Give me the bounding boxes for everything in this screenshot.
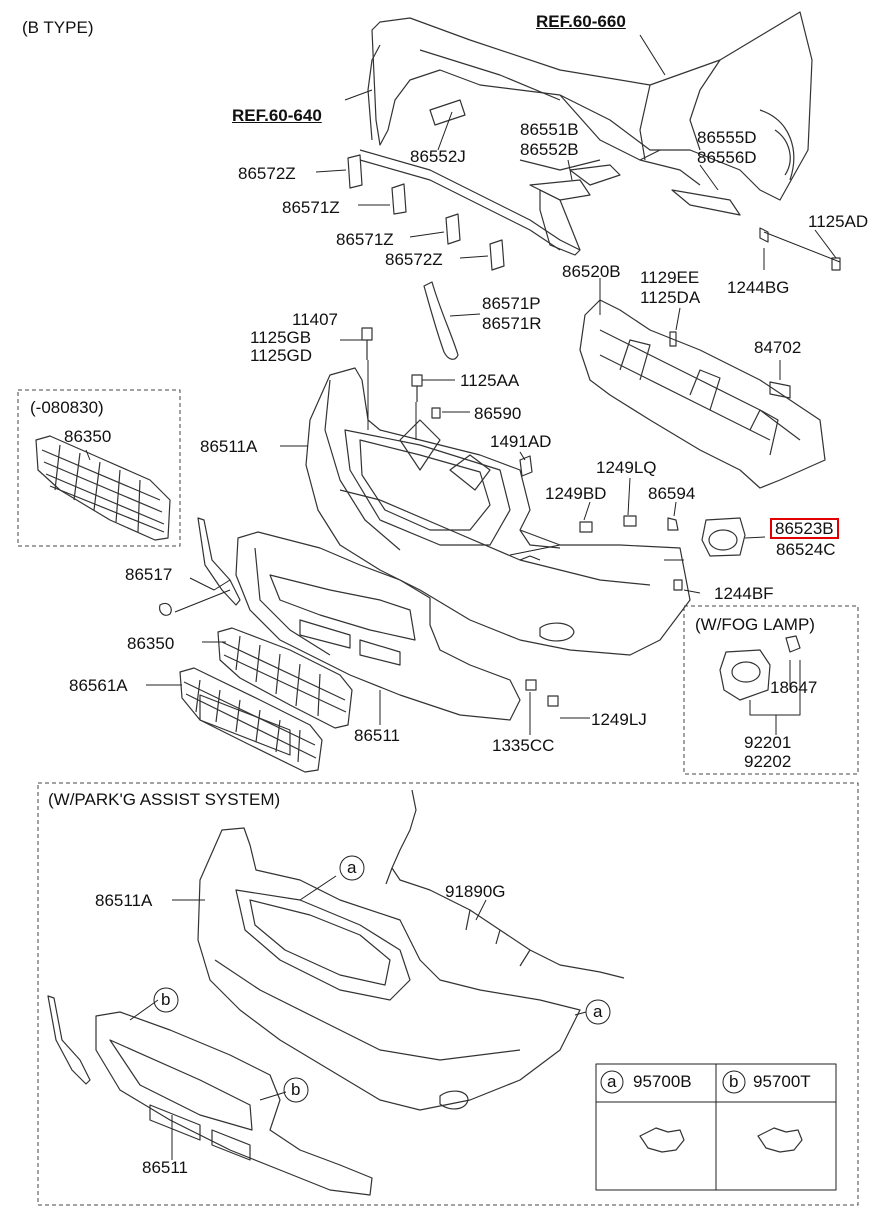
diagram-title: (B TYPE) xyxy=(22,18,94,37)
hardware-drawing xyxy=(159,327,746,707)
legend-part-95700T[interactable]: 95700T xyxy=(753,1072,811,1091)
group-frames xyxy=(17,389,859,1206)
part-92202[interactable]: 92202 xyxy=(744,752,792,771)
legend-table-lines xyxy=(595,1063,837,1191)
ref-label-60-640[interactable]: REF.60-640 xyxy=(232,106,322,125)
park-assist-group-label: (W/PARK'G ASSIST SYSTEM) xyxy=(48,790,281,809)
part-86350[interactable]: 86350 xyxy=(127,634,175,653)
callout-b-upper: b xyxy=(161,990,171,1009)
ref-label-60-660[interactable]: REF.60-660 xyxy=(536,12,626,31)
part-86511A-park[interactable]: 86511A xyxy=(95,891,153,910)
part-86571R[interactable]: 86571R xyxy=(482,314,542,333)
part-1125GB[interactable]: 1125GB xyxy=(250,328,312,347)
part-92201[interactable]: 92201 xyxy=(744,733,792,752)
variant-code-label: (-080830) xyxy=(30,398,104,417)
part-86511-park[interactable]: 86511 xyxy=(142,1158,189,1177)
part-91890G[interactable]: 91890G xyxy=(445,882,506,901)
part-86571Z-upper[interactable]: 86571Z xyxy=(282,198,340,217)
part-86511[interactable]: 86511 xyxy=(354,726,401,745)
bumper-absorber-drawing xyxy=(579,299,826,489)
part-1129EE[interactable]: 1129EE xyxy=(640,268,700,287)
part-1491AD[interactable]: 1491AD xyxy=(490,432,552,451)
callout-a-upper: a xyxy=(347,858,357,877)
part-86572Z-lower[interactable]: 86572Z xyxy=(385,250,443,269)
lower-bumper-cover-drawing xyxy=(197,517,521,721)
part-86517[interactable]: 86517 xyxy=(125,565,173,584)
part-1335CC[interactable]: 1335CC xyxy=(492,736,555,755)
part-1244BF[interactable]: 1244BF xyxy=(714,584,774,603)
part-86571P[interactable]: 86571P xyxy=(482,294,541,313)
grille-drawing xyxy=(35,435,353,773)
part-1125AA[interactable]: 1125AA xyxy=(460,371,520,390)
part-86520B[interactable]: 86520B xyxy=(562,262,621,281)
leader-lines xyxy=(85,34,841,1160)
part-1125AD[interactable]: 1125AD xyxy=(808,212,869,231)
part-86524C[interactable]: 86524C xyxy=(776,540,836,559)
part-86523B-highlighted[interactable]: 86523B xyxy=(770,518,839,539)
part-11407[interactable]: 11407 xyxy=(292,310,339,329)
legend-part-95700B[interactable]: 95700B xyxy=(633,1072,692,1091)
part-1244BG[interactable]: 1244BG xyxy=(727,278,790,297)
part-86561A[interactable]: 86561A xyxy=(69,676,128,695)
sensor-icons xyxy=(639,1127,803,1153)
legend-b-letter: b xyxy=(729,1072,739,1091)
part-86594[interactable]: 86594 xyxy=(648,484,696,503)
fog-lamp-drawing xyxy=(719,635,801,701)
part-86555D[interactable]: 86555D xyxy=(697,128,757,147)
part-86556D[interactable]: 86556D xyxy=(697,148,757,167)
part-86552J[interactable]: 86552J xyxy=(410,147,466,166)
part-1249LJ[interactable]: 1249LJ xyxy=(591,710,647,729)
fog-lamp-group-label: (W/FOG LAMP) xyxy=(695,615,815,634)
part-86571Z-lower[interactable]: 86571Z xyxy=(336,230,394,249)
body-panel-drawing xyxy=(347,11,841,360)
part-1249LQ[interactable]: 1249LQ xyxy=(596,458,657,477)
legend-a-letter: a xyxy=(607,1072,617,1091)
part-86551B[interactable]: 86551B xyxy=(520,120,579,139)
callout-circles xyxy=(153,855,746,1103)
callout-b-lower: b xyxy=(291,1080,301,1099)
callout-a-lower: a xyxy=(593,1002,603,1021)
part-86572Z-upper[interactable]: 86572Z xyxy=(238,164,296,183)
part-86511A[interactable]: 86511A xyxy=(200,437,258,456)
variant-part-86350[interactable]: 86350 xyxy=(64,427,112,446)
part-1249BD[interactable]: 1249BD xyxy=(545,484,607,503)
part-18647[interactable]: 18647 xyxy=(770,678,818,697)
part-1125DA[interactable]: 1125DA xyxy=(640,288,701,307)
part-86590[interactable]: 86590 xyxy=(474,404,522,423)
part-84702[interactable]: 84702 xyxy=(754,338,802,357)
part-86552B[interactable]: 86552B xyxy=(520,140,579,159)
park-assist-bumper-drawing xyxy=(47,789,625,1196)
part-1125GD[interactable]: 1125GD xyxy=(250,346,313,365)
